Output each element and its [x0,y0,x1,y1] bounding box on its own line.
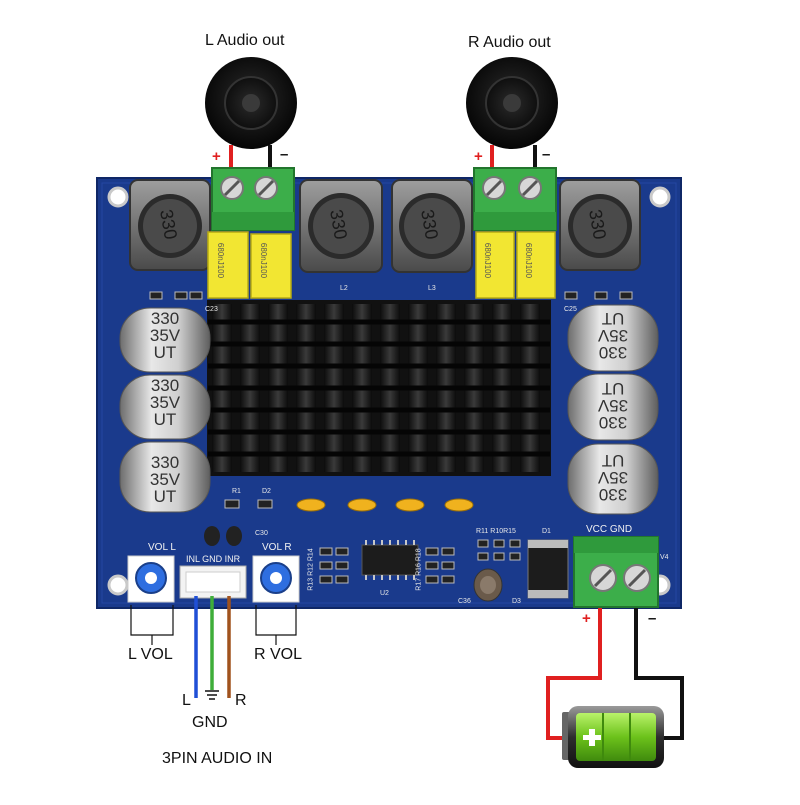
right-speaker-minus: – [542,146,551,163]
silk-d3: D3 [512,598,521,605]
left-speaker-minus: – [280,146,289,163]
silk-r-top: R11 R10R15 [476,528,516,535]
film-cap-marking: 680nJ100 [216,242,226,279]
battery-plus-label: + [582,610,591,627]
right-volume-pot [252,555,300,603]
audio-input-header [179,565,247,599]
capacitor-c36 [473,568,503,602]
left-speaker [205,57,297,149]
audio-in-label: 3PIN AUDIO IN [162,750,273,767]
pin-l-label: L [182,692,191,709]
inductors [129,179,641,273]
pin-r-label: R [235,692,247,709]
left-volume-pot [127,555,175,603]
left-speaker-plus: + [212,148,221,165]
silk-input-pins: INL GND INR [186,554,241,564]
inductor-label-l2: L2 [340,285,348,292]
diode-d1 [527,539,569,599]
heatsink [207,300,551,476]
silk-u2: U2 [380,590,389,597]
electrolytic-caps-right [567,304,659,515]
silk-vol-r: VOL R [262,542,292,553]
battery [562,706,664,768]
silk-d1: D1 [542,528,551,535]
silk-v4: V4 [660,554,669,561]
right-audio-out-label: R Audio out [468,34,551,51]
silk-r-mid: R17 R16 R18 [415,548,423,591]
silk-c23: C23 [205,306,218,313]
silk-r-left: R13 R12 R14 [307,548,315,591]
battery-wires [546,608,684,740]
film-cap-marking: 680nJ100 [524,242,534,279]
smd-components [149,291,633,584]
silk-power: VCC GND [586,524,633,535]
film-capacitors [207,231,556,299]
silk-c30: C30 [255,530,268,537]
right-speaker-plus: + [474,148,483,165]
ic-u2 [361,540,419,580]
volume-brackets [130,605,297,645]
ceramic-caps [296,498,474,512]
r-vol-label: R VOL [254,646,303,663]
film-cap-marking: 680nJ100 [483,242,493,279]
power-terminal [573,536,659,608]
left-audio-out-label: L Audio out [205,32,285,49]
silk-c25: C25 [564,306,577,313]
input-wires [194,596,231,698]
battery-minus-label: – [648,610,657,627]
film-cap-marking: 680nJ100 [259,242,269,279]
capacitor-c30 [204,526,242,546]
inductor-label-l3: L3 [428,285,436,292]
silk-vol-l: VOL L [148,542,176,553]
right-speaker-terminal [473,167,557,231]
ground-symbol [205,690,219,700]
silk-d2: D2 [262,488,271,495]
left-speaker-terminal [211,167,295,231]
silk-c36: C36 [458,598,471,605]
electrolytic-caps-left [119,307,211,513]
gnd-label: GND [192,714,228,731]
right-speaker [466,57,558,149]
l-vol-label: L VOL [128,646,173,663]
silk-r1: R1 [232,488,241,495]
